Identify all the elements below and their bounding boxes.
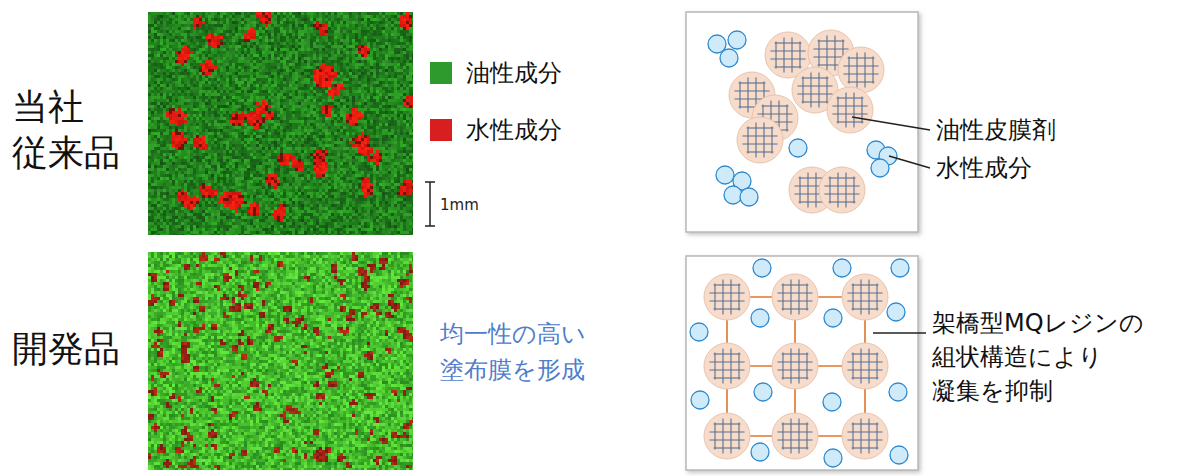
schematic-developed (690, 259, 909, 467)
micrograph-developed (148, 252, 413, 470)
scale-bar (425, 182, 435, 226)
leader-lines (852, 117, 930, 333)
schematic-conventional (708, 30, 897, 213)
callout-label: 油性皮膜剤 (936, 115, 1056, 145)
legend-label: 油性成分 (466, 58, 562, 88)
row-label: 当社 従来品 (12, 84, 120, 176)
scale-label: 1mm (440, 195, 479, 215)
micrograph-conventional (148, 12, 413, 235)
legend-label: 水性成分 (466, 115, 562, 145)
callout-label: 水性成分 (936, 153, 1032, 183)
legend-swatch (430, 62, 452, 84)
result-note: 均一性の高い 塗布膜を形成 (440, 316, 586, 388)
callout-label: 架橋型MQレジンの 組状構造により 凝集を抑制 (932, 306, 1144, 408)
schematic-frame (686, 256, 918, 470)
legend-swatch (430, 119, 452, 141)
row-label: 開発品 (12, 326, 120, 372)
